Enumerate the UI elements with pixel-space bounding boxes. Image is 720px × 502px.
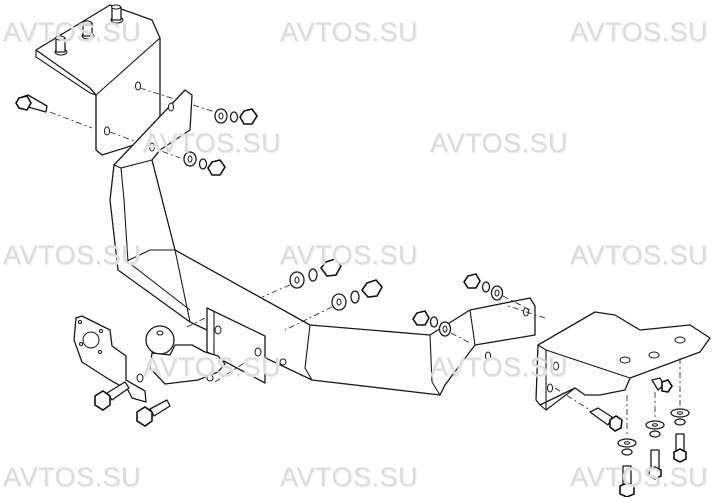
bolt-left-bracket [15, 94, 48, 113]
tow-ball [145, 325, 226, 385]
washer-nut-set-center [261, 258, 383, 331]
left-frame-bracket [35, 4, 161, 156]
washer-nut-set-right [412, 273, 531, 344]
crossbar-beam [109, 89, 536, 396]
electrical-socket-plate [73, 315, 147, 403]
washer-nut-set-upper [183, 108, 258, 176]
bolt-right-bracket [589, 377, 673, 432]
stud-bolts [54, 4, 124, 56]
bolts-lower-left [94, 381, 171, 427]
vertical-fasteners [617, 358, 690, 498]
right-frame-bracket [535, 311, 711, 412]
